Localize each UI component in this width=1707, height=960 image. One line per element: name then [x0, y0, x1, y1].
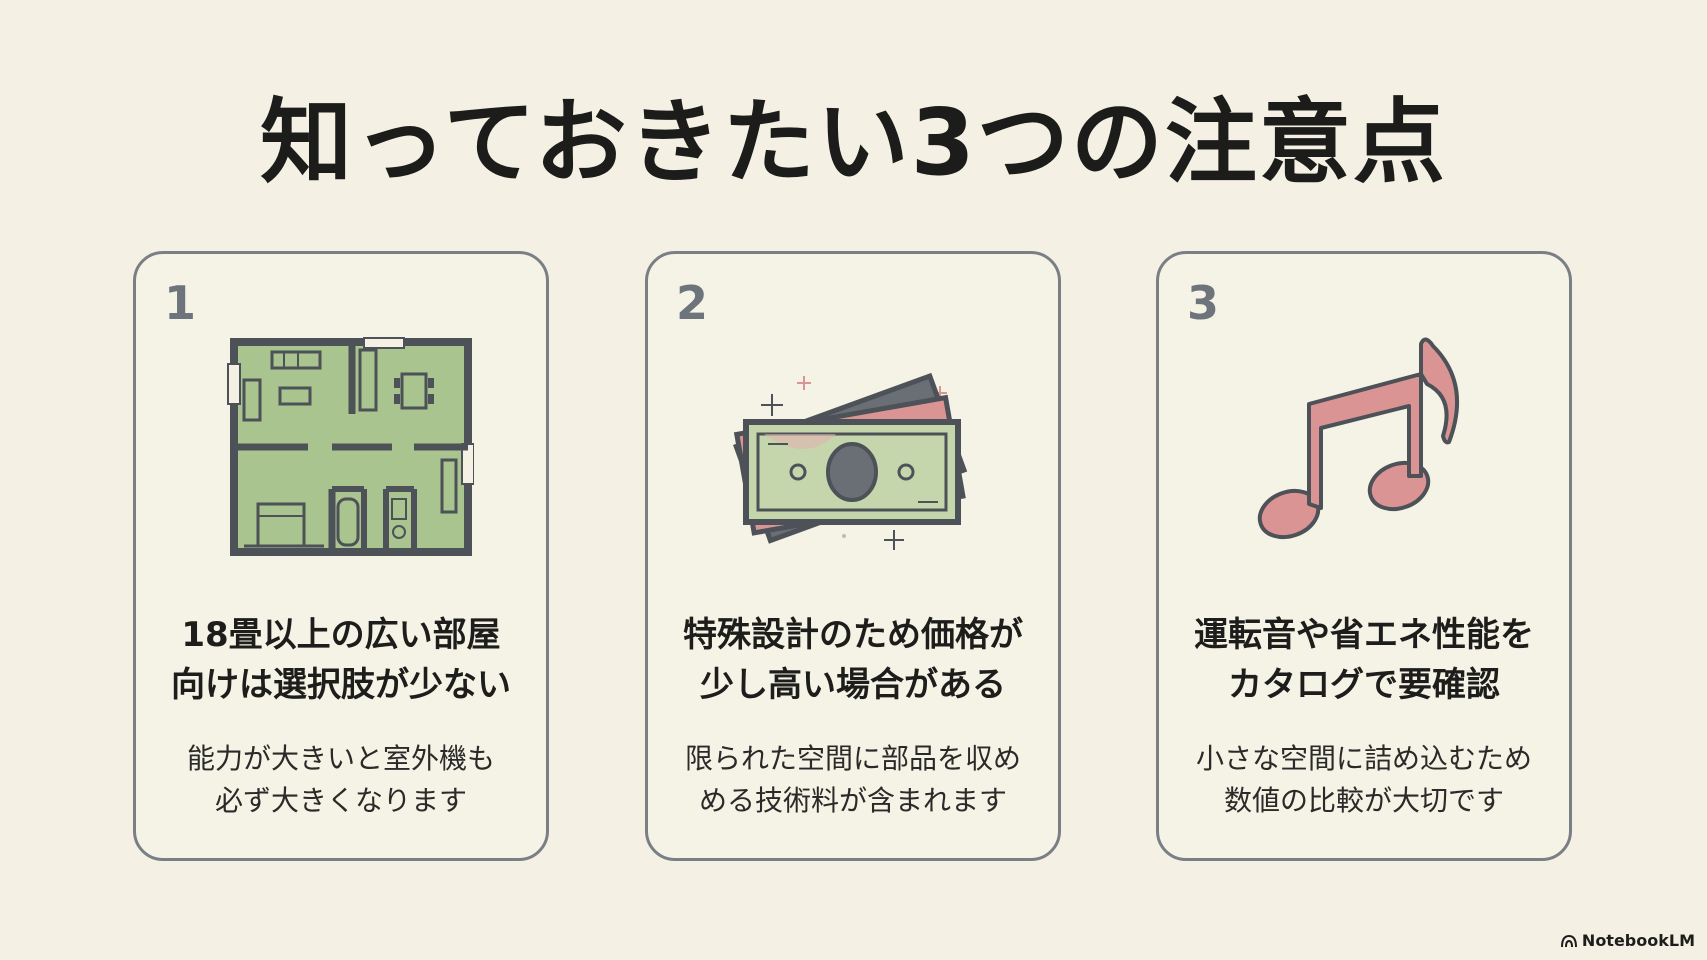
- notebooklm-icon: [1560, 934, 1577, 947]
- card-heading: 18畳以上の広い部屋 向けは選択肢が少ない: [171, 615, 511, 705]
- card-number: 1: [164, 276, 197, 330]
- brand-logo: NotebookLM: [1560, 931, 1695, 950]
- music-note-icon: [1257, 337, 1460, 540]
- card-2: 2 特殊設計のため価格が 少し高い場合がある 限られ: [645, 251, 1061, 861]
- page-title: 知っておきたい3つの注意点: [260, 89, 1447, 196]
- card-1: 1: [133, 251, 549, 861]
- card-body: 限られた空間に部品を収め める技術料が含まれます: [684, 742, 1021, 817]
- card-number: 3: [1187, 276, 1220, 330]
- card-heading: 特殊設計のため価格が 少し高い場合がある: [683, 615, 1023, 705]
- card-body: 小さな空間に詰め込むため 数値の比較が大切です: [1195, 742, 1532, 817]
- card-3: 3 運転音や省エネ性能を カタログで要確認 小さな空間に詰め込むため 数値の比較…: [1156, 251, 1572, 861]
- floor-plan-icon: [227, 337, 474, 556]
- brand-name: NotebookLM: [1581, 931, 1695, 950]
- card-heading: 運転音や省エネ性能を カタログで要確認: [1194, 615, 1534, 705]
- banknotes-icon: [733, 372, 968, 550]
- card-body: 能力が大きいと室外機も 必ず大きくなります: [186, 742, 495, 817]
- card-number: 2: [676, 276, 709, 330]
